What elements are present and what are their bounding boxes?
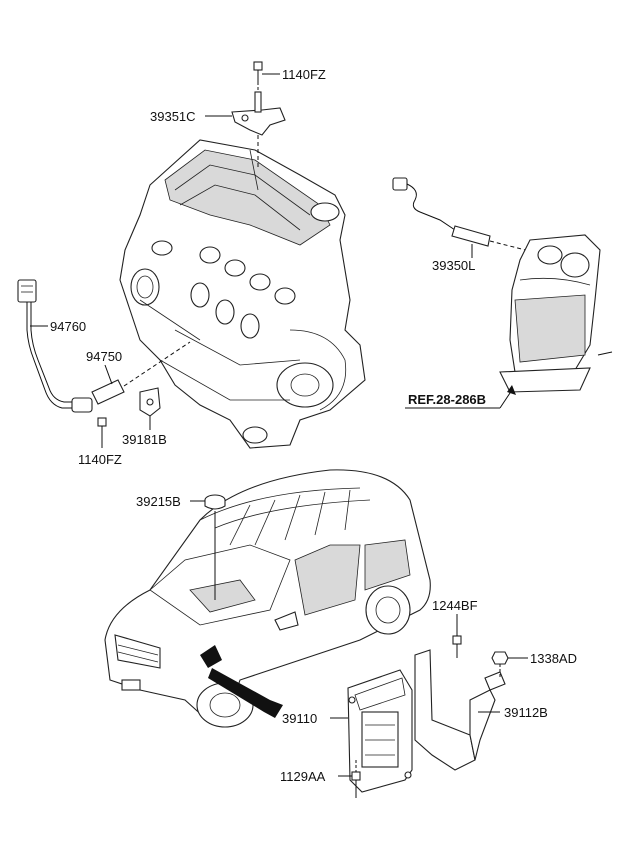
label-1129aa: 1129AA	[280, 769, 326, 784]
plug-39215b	[204, 494, 226, 510]
bracket-39112b	[414, 649, 506, 771]
pointer-arrow	[208, 668, 283, 718]
catalytic-converter	[499, 234, 613, 393]
label-39110: 39110	[282, 711, 317, 726]
knock-sensor-harness-94760	[17, 279, 93, 413]
oxygen-sensor-39350l	[392, 177, 546, 256]
bracket-39351c	[231, 91, 286, 136]
label-39112b: 39112B	[504, 705, 548, 720]
bolt-1140fz-top	[253, 61, 263, 92]
nut-1338ad	[491, 651, 509, 678]
ecu-39110	[347, 669, 413, 793]
reference-arrow	[405, 385, 516, 409]
bracket-39181b	[139, 387, 161, 417]
label-1140fz-bottom: 1140FZ	[78, 452, 122, 467]
label-94750: 94750	[86, 349, 122, 364]
label-1244bf: 1244BF	[432, 598, 478, 613]
bolt-1244bf	[452, 635, 462, 658]
label-39181b: 39181B	[122, 432, 167, 447]
label-39215b: 39215B	[136, 494, 181, 509]
label-94760: 94760	[50, 319, 86, 334]
vehicle-suv	[104, 469, 431, 728]
label-39351c: 39351C	[150, 109, 196, 124]
knock-sensor-94750	[91, 341, 191, 405]
label-39350l: 39350L	[432, 258, 475, 273]
label-1140fz-top: 1140FZ	[282, 67, 326, 82]
bolt-1140fz-bottom	[97, 417, 107, 448]
engine-block	[119, 139, 366, 449]
label-ref: REF.28-286B	[408, 392, 486, 407]
label-1338ad: 1338AD	[530, 651, 577, 666]
